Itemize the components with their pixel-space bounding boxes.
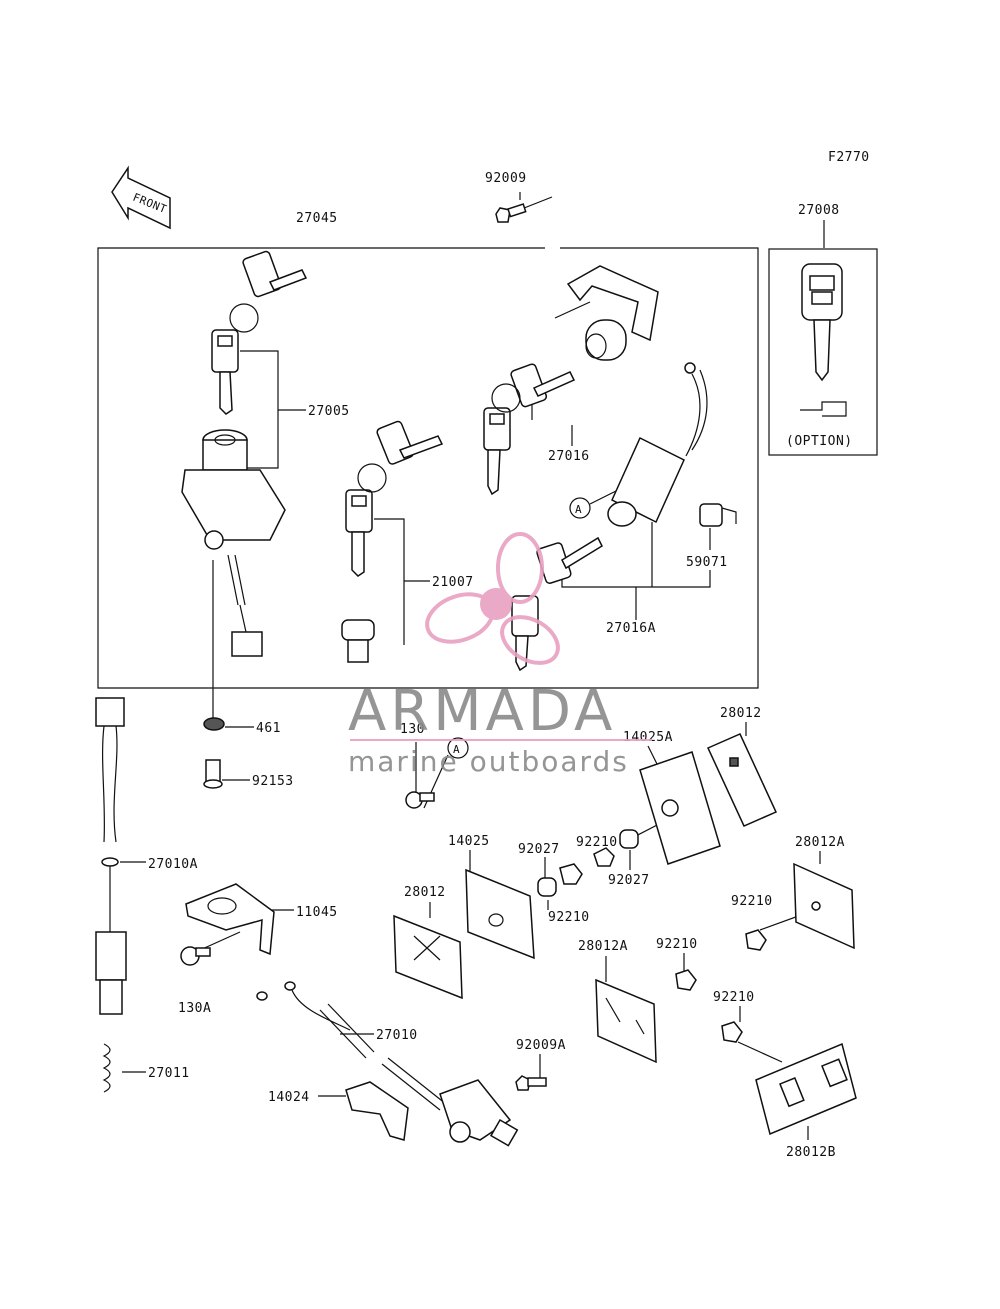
spacer-92027-b bbox=[537, 877, 557, 897]
spring-27011 bbox=[102, 1043, 111, 1093]
key-pair-27016 bbox=[483, 363, 576, 496]
label-27016A: 27016A bbox=[606, 621, 656, 636]
label-92027-b: 92027 bbox=[608, 873, 650, 888]
label-92210-b: 92210 bbox=[548, 910, 590, 925]
label-92009: 92009 bbox=[485, 171, 527, 186]
label-461: 461 bbox=[256, 721, 281, 736]
label-92027-a: 92027 bbox=[518, 842, 560, 857]
armada-watermark: ARMADA marine outboards bbox=[348, 532, 652, 778]
reflector-base-14025 bbox=[465, 868, 535, 960]
washer-461 bbox=[203, 717, 225, 731]
label-92153: 92153 bbox=[252, 774, 294, 789]
reflector-28012A-right bbox=[793, 862, 855, 950]
label-59071: 59071 bbox=[686, 555, 728, 570]
bracket-11045 bbox=[185, 883, 275, 956]
nut-92210-c bbox=[745, 929, 767, 951]
propeller-logo-icon bbox=[425, 532, 560, 665]
label-28012-top: 28012 bbox=[720, 706, 762, 721]
label-11045: 11045 bbox=[296, 905, 338, 920]
spacer-92027-a bbox=[619, 829, 639, 849]
label-27010: 27010 bbox=[376, 1028, 418, 1043]
nut-92210-b bbox=[559, 863, 583, 885]
screw-92009A bbox=[515, 1075, 547, 1091]
label-21007: 21007 bbox=[432, 575, 474, 590]
label-28012-left: 28012 bbox=[404, 885, 446, 900]
label-14025: 14025 bbox=[448, 834, 490, 849]
label-92210-e: 92210 bbox=[713, 990, 755, 1005]
label-14025A: 14025A bbox=[623, 730, 673, 745]
label-28012A-mid: 28012A bbox=[578, 939, 628, 954]
label-28012A-right: 28012A bbox=[795, 835, 845, 850]
label-92210-d: 92210 bbox=[656, 937, 698, 952]
lock-cylinder-27016A bbox=[607, 362, 708, 527]
switch-27010A bbox=[95, 697, 127, 1015]
label-130A: 130A bbox=[178, 1001, 211, 1016]
label-27011: 27011 bbox=[148, 1066, 190, 1081]
cable-27010 bbox=[256, 981, 447, 1111]
reflector-base-14025A bbox=[639, 751, 721, 865]
ignition-switch bbox=[181, 429, 286, 657]
label-92210-c: 92210 bbox=[731, 894, 773, 909]
label-130: 130 bbox=[400, 722, 425, 737]
label-27045: 27045 bbox=[296, 211, 338, 226]
label-27008: 27008 bbox=[798, 203, 840, 218]
nut-92210-d bbox=[675, 969, 697, 991]
key-pair-21007 bbox=[345, 420, 444, 577]
callout-marker-text: A bbox=[453, 743, 460, 756]
key-27008 bbox=[800, 263, 847, 417]
watermark-name: ARMADA bbox=[348, 679, 616, 744]
callout-marker-a-top: A bbox=[569, 497, 591, 519]
key-pair-27005 bbox=[211, 250, 308, 415]
reflector-28012B bbox=[755, 1042, 857, 1136]
nut-92210-a bbox=[593, 847, 615, 867]
cap-21007 bbox=[341, 619, 375, 663]
callout-marker-text: A bbox=[575, 503, 582, 516]
option-frame bbox=[768, 248, 878, 456]
kit-frame bbox=[97, 247, 759, 689]
reflector-28012-left bbox=[393, 914, 463, 1000]
nut-92210-e bbox=[721, 1021, 743, 1043]
screw-130A bbox=[180, 946, 211, 966]
reflector-28012A-mid bbox=[595, 978, 657, 1064]
label-92009A: 92009A bbox=[516, 1038, 566, 1053]
label-27016: 27016 bbox=[548, 449, 590, 464]
label-28012B: 28012B bbox=[786, 1145, 836, 1160]
screw-92009 bbox=[495, 203, 527, 223]
option-label: (OPTION) bbox=[786, 434, 853, 449]
screw-92153 bbox=[203, 759, 223, 789]
clip-59071 bbox=[699, 503, 737, 527]
label-27005: 27005 bbox=[308, 404, 350, 419]
diagram-code: F2770 bbox=[828, 150, 870, 165]
bracket-14024 bbox=[345, 1081, 409, 1141]
callout-marker-a-bottom: A bbox=[447, 737, 469, 759]
switch-assembly bbox=[439, 1079, 519, 1147]
reflector-28012-top bbox=[706, 733, 778, 827]
label-14024: 14024 bbox=[268, 1090, 310, 1105]
screw-130 bbox=[405, 791, 435, 809]
label-27010A: 27010A bbox=[148, 857, 198, 872]
seat-lock-27016 bbox=[566, 265, 659, 361]
watermark-tagline: marine outboards bbox=[348, 745, 629, 778]
front-arrow-icon: FRONT bbox=[111, 165, 171, 230]
label-92210-a: 92210 bbox=[576, 835, 618, 850]
